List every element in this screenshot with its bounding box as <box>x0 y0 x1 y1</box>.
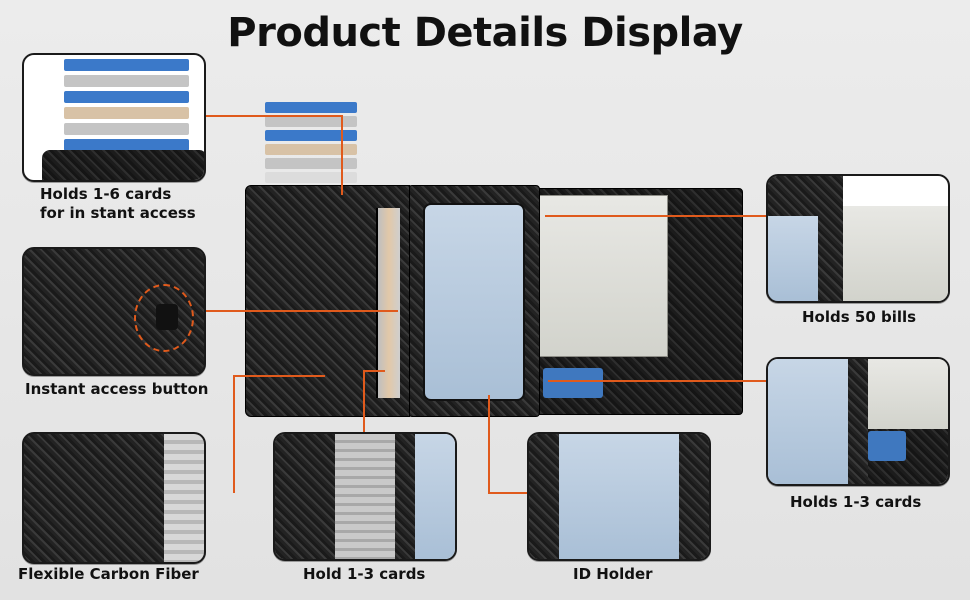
callout-holds-cards <box>22 53 206 182</box>
caption-carbon-fiber: Flexible Carbon Fiber <box>18 565 199 583</box>
card-under-bill <box>543 368 603 398</box>
callout-holds-bills <box>766 174 950 303</box>
card-grey <box>265 158 357 169</box>
caption-instant-access: Instant access button <box>25 380 209 398</box>
connector-line <box>203 115 343 117</box>
caption-hold-1-3: Hold 1-3 cards <box>303 565 426 583</box>
card-grey <box>265 116 357 127</box>
caption-holds-cards: Holds 1-6 cards for in stant access <box>40 185 196 222</box>
callout-id-holder <box>527 432 711 561</box>
id-window <box>423 203 525 401</box>
callout-hold-1-3 <box>273 432 457 561</box>
card-light <box>265 172 357 183</box>
connector-line <box>545 215 767 217</box>
card-slot <box>376 208 400 398</box>
callout-holds-1-3-right <box>766 357 950 486</box>
card-blue <box>265 130 357 141</box>
caption-id-holder: ID Holder <box>573 565 653 583</box>
callout-carbon-fiber <box>22 432 206 564</box>
page-title: Product Details Display <box>227 10 743 56</box>
wallet-main-image <box>243 100 743 417</box>
connector-line <box>233 375 235 493</box>
callout-instant-access <box>22 247 206 376</box>
dollar-bill <box>536 195 668 357</box>
connector-line <box>233 375 325 377</box>
connector-line <box>548 380 767 382</box>
connector-line <box>203 310 398 312</box>
connector-line <box>363 370 385 372</box>
connector-line <box>363 370 365 435</box>
connector-line <box>488 395 490 493</box>
card-tan <box>265 144 357 155</box>
caption-holds-bills: Holds 50 bills <box>802 308 917 326</box>
connector-line <box>341 115 343 195</box>
connector-line <box>488 492 528 494</box>
caption-holds-1-3-right: Holds 1-3 cards <box>790 493 922 511</box>
card-blue <box>265 102 357 113</box>
